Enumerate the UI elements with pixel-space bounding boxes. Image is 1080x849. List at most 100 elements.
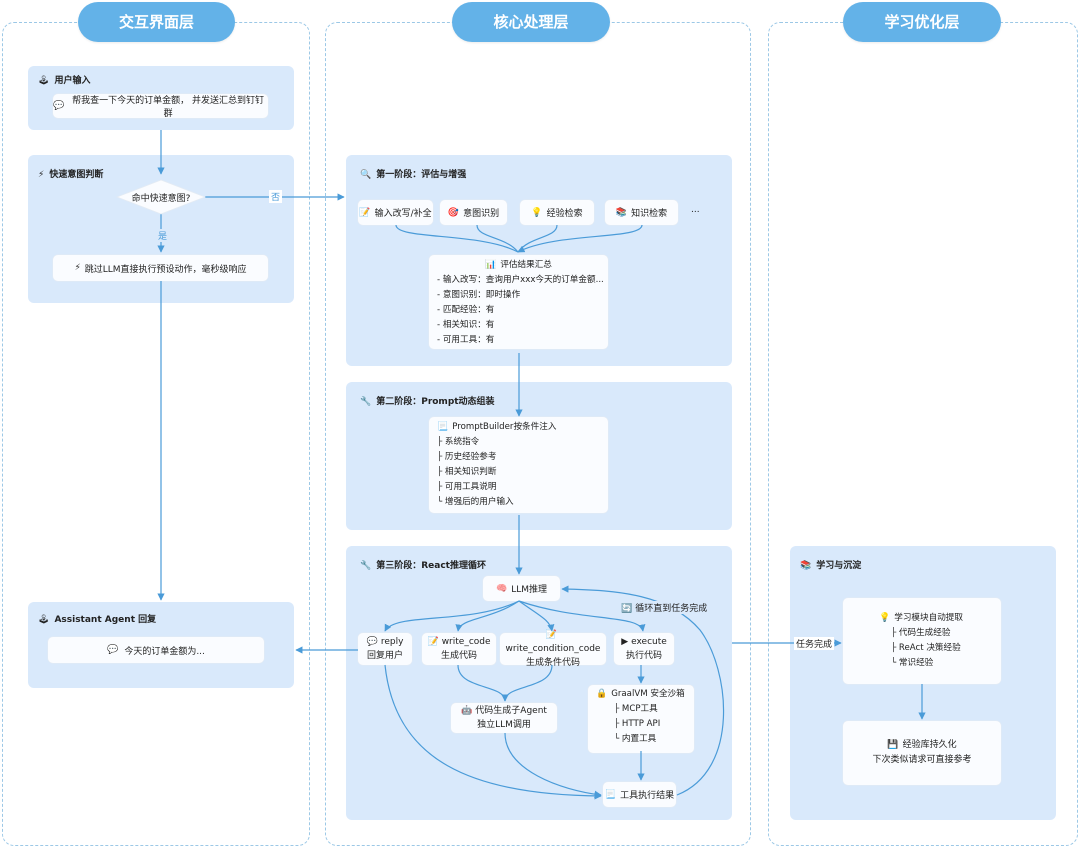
decision-diamond — [116, 179, 206, 215]
assistant-reply-panel: 🕹Assistant Agent 回复 💬 今天的订单金额为... — [28, 602, 294, 688]
builder-line: └ 增强后的用户输入 — [437, 497, 514, 507]
joystick-icon: 🕹 — [38, 76, 50, 86]
books-icon: 📚 — [800, 561, 812, 571]
builder-line: ├ 历史经验参考 — [437, 452, 497, 462]
edge-task1-merge — [395, 224, 519, 253]
task-knowledge: 📚知识检索 — [605, 200, 678, 225]
summary-line: - 可用工具：有 — [437, 335, 495, 345]
builder-line: ├ 相关知识判断 — [437, 467, 497, 477]
refresh-icon: 🔄 — [621, 604, 633, 614]
sandbox-box: 🔒GraalVM 安全沙箱 ├ MCP工具 ├ HTTP API └ 内置工具 — [588, 685, 694, 753]
floppy-disk-icon: 💾 — [887, 740, 899, 750]
edge-writecode-to-subagent — [457, 664, 506, 702]
summary-line: - 相关知识：有 — [437, 320, 495, 330]
auto-extract-title: 💡学习模块自动提取 — [879, 613, 963, 623]
page-icon: 📃 — [437, 422, 449, 432]
stage1-panel: 🔍第一阶段：评估与增强 📝输入改写/补全 🎯意图识别 💡经验检索 📚知识检索 .… — [346, 155, 732, 366]
action-write-condition-code: 📝write_condition_code 生成条件代码 — [500, 630, 606, 668]
user-input-title: 🕹用户输入 — [38, 76, 91, 86]
task-experience: 💡经验检索 — [520, 200, 594, 225]
memo-icon: 📝 — [427, 637, 439, 647]
lightning-icon: ⚡ — [74, 263, 81, 273]
summary-line: - 意图识别：即时操作 — [437, 290, 521, 300]
edge-task4-merge — [517, 224, 643, 253]
extract-line: └ 常识经验 — [891, 658, 934, 668]
stage2-panel: 🔧第二阶段：Prompt动态组装 📃PromptBuilder按条件注入 ├ 系… — [346, 382, 732, 530]
edge-reply-to-result — [384, 664, 602, 800]
decision-text: 命中快速意图? — [131, 193, 191, 204]
extract-line: ├ 代码生成经验 — [891, 628, 951, 638]
edge-llm-to-execute — [518, 600, 646, 632]
summary-box: 📊评估结果汇总 - 输入改写：查询用户xxx今天的订单金额... - 意图识别：… — [429, 255, 608, 349]
sandbox-line: └ 内置工具 — [614, 734, 657, 744]
prompt-builder-box: 📃PromptBuilder按条件注入 ├ 系统指令 ├ 历史经验参考 ├ 相关… — [429, 417, 608, 513]
stage3-panel: 🔧第三阶段：React推理循环 🧠LLM推理 💬reply 回复用户 📝writ… — [346, 546, 732, 820]
task-intent: 🎯意图识别 — [440, 200, 507, 225]
sandbox-line: ├ HTTP API — [614, 719, 661, 729]
target-icon: 🎯 — [447, 207, 460, 218]
label-no: 否 — [269, 190, 283, 203]
fast-intent-title: ⚡快速意图判断 — [38, 170, 104, 180]
sandbox-line: ├ MCP工具 — [614, 704, 658, 714]
play-icon: ▶ — [621, 637, 629, 647]
magnifier-icon: 🔍 — [360, 170, 372, 180]
builder-line: ├ 可用工具说明 — [437, 482, 497, 492]
reply-message-box: 💬 今天的订单金额为... — [48, 637, 264, 663]
learning-panel: 📚学习与沉淀 💡学习模块自动提取 ├ 代码生成经验 ├ ReAct 决策经验 └… — [790, 546, 1056, 820]
code-subagent-box: 🤖代码生成子Agent 独立LLM调用 — [451, 703, 557, 733]
lightning-icon: ⚡ — [38, 170, 45, 180]
edge-subagent-to-result — [504, 732, 602, 798]
brain-icon: 🧠 — [495, 583, 508, 594]
edge-llm-to-condition — [518, 600, 555, 632]
learning-layer-header: 学习优化层 — [843, 2, 1001, 42]
label-loop: 🔄循环直到任务完成 — [619, 601, 710, 614]
edge-condition-to-subagent — [501, 664, 553, 702]
prompt-builder-title: 📃PromptBuilder按条件注入 — [437, 422, 557, 432]
llm-reasoning-box: 🧠LLM推理 — [483, 576, 560, 601]
assistant-reply-title: 🕹Assistant Agent 回复 — [38, 615, 157, 625]
edge-loop-back — [561, 585, 725, 796]
edge-task2-merge — [476, 224, 519, 253]
user-input-panel: 🕹用户输入 💬 帮我查一下今天的订单金额， 并发送汇总到钉钉群 — [28, 66, 294, 130]
summary-title: 📊评估结果汇总 — [485, 260, 552, 270]
stage2-title: 🔧第二阶段：Prompt动态组装 — [360, 397, 495, 407]
speech-bubble-icon: 💬 — [53, 101, 65, 111]
stage3-title: 🔧第三阶段：React推理循环 — [360, 561, 486, 571]
action-reply: 💬reply 回复用户 — [358, 633, 412, 665]
user-message-box: 💬 帮我查一下今天的订单金额， 并发送汇总到钉钉群 — [53, 94, 268, 119]
experience-db-box: 💾经验库持久化 下次类似请求可直接参考 — [843, 721, 1001, 785]
auto-extract-box: 💡学习模块自动提取 ├ 代码生成经验 ├ ReAct 决策经验 └ 常识经验 — [843, 598, 1001, 684]
speech-bubble-icon: 💬 — [366, 637, 378, 647]
joystick-icon: 🕹 — [38, 615, 50, 625]
label-task-done: 任务完成 — [794, 637, 835, 650]
memo-icon: 📝 — [545, 630, 558, 640]
builder-line: ├ 系统指令 — [437, 437, 480, 447]
core-layer-header: 核心处理层 — [452, 2, 610, 42]
lock-icon: 🔒 — [596, 689, 608, 699]
wrench-icon: 🔧 — [360, 561, 372, 571]
sandbox-title: 🔒GraalVM 安全沙箱 — [596, 689, 685, 699]
label-yes: 是 — [156, 229, 170, 242]
edge-llm-to-write-code — [455, 600, 520, 632]
speech-bubble-icon: 💬 — [107, 645, 119, 655]
learning-title: 📚学习与沉淀 — [800, 561, 862, 571]
tool-result-box: 📃工具执行结果 — [603, 782, 676, 807]
interaction-layer-header: 交互界面层 — [78, 2, 235, 42]
lightbulb-icon: 💡 — [879, 613, 891, 623]
stage1-title: 🔍第一阶段：评估与增强 — [360, 170, 467, 180]
skip-llm-box: ⚡ 跳过LLM直接执行预设动作，毫秒级响应 — [53, 255, 268, 281]
user-message-text: 帮我查一下今天的订单金额， 并发送汇总到钉钉群 — [72, 96, 265, 119]
action-execute: ▶execute 执行代码 — [614, 633, 674, 665]
edge-llm-to-reply — [384, 600, 520, 632]
books-icon: 📚 — [615, 207, 628, 218]
extract-line: ├ ReAct 决策经验 — [891, 643, 961, 653]
more-tasks-ellipsis: ... — [691, 205, 700, 215]
lightbulb-icon: 💡 — [531, 207, 543, 218]
action-write-code: 📝write_code 生成代码 — [422, 633, 496, 665]
edge-task3-merge — [517, 224, 558, 253]
reply-message-text: 今天的订单金额为... — [124, 646, 205, 657]
skip-llm-text: 跳过LLM直接执行预设动作，毫秒级响应 — [84, 264, 247, 275]
memo-icon: 📝 — [359, 207, 371, 218]
task-rewrite: 📝输入改写/补全 — [358, 200, 433, 225]
